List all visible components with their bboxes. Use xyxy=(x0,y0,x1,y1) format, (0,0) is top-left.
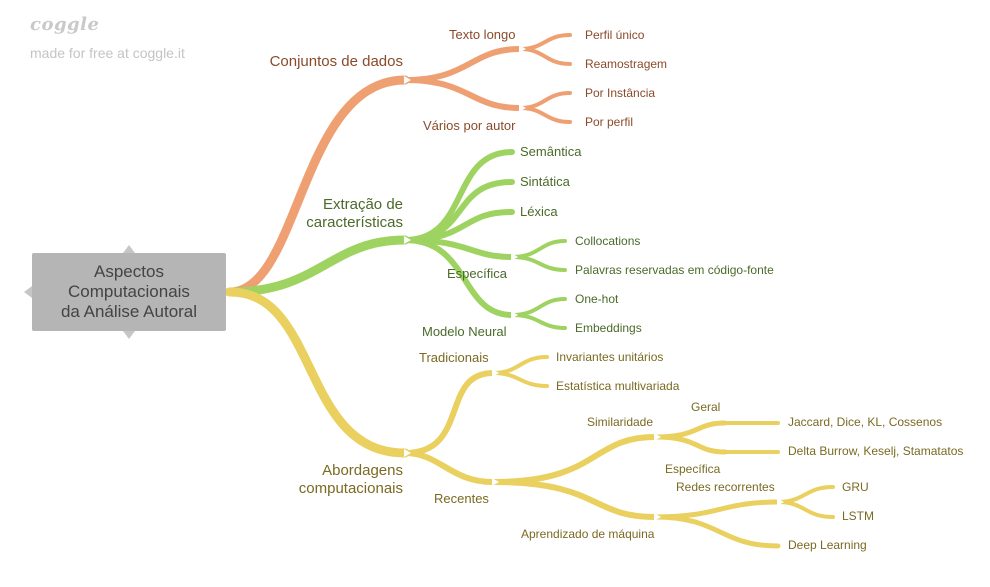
node-recent[interactable]: Recentes xyxy=(434,491,489,506)
branch-deep-learning xyxy=(652,514,781,549)
branch-lstm xyxy=(776,500,835,519)
branch-embeddings xyxy=(510,313,567,330)
branch-approaches xyxy=(225,287,410,458)
branch-neural xyxy=(402,237,515,318)
junction-marker xyxy=(404,236,411,244)
branch-gru xyxy=(776,485,835,504)
branch-ml xyxy=(490,479,658,520)
node-multivariate[interactable]: Estatística multivariada xyxy=(556,379,680,393)
junction-marker xyxy=(226,288,234,296)
branch-long-text xyxy=(402,46,523,83)
branch-datasets xyxy=(225,75,410,297)
branch-por-instancia xyxy=(518,91,572,110)
node-por-instancia[interactable]: Por Instância xyxy=(585,86,656,100)
junction-marker xyxy=(404,449,411,457)
branch-invariants xyxy=(491,355,549,375)
branch-reserved-words xyxy=(510,255,567,272)
branch-traditional xyxy=(402,370,496,456)
junction-marker xyxy=(492,369,499,377)
node-specific-features[interactable]: Específica xyxy=(447,266,507,281)
branch-por-perfil xyxy=(518,106,572,124)
node-traditional[interactable]: Tradicionais xyxy=(419,350,489,365)
node-lexical[interactable]: Léxica xyxy=(520,204,558,219)
central-node-left-handle[interactable] xyxy=(24,286,32,298)
node-lstm[interactable]: LSTM xyxy=(842,509,875,523)
coggle-logo[interactable]: coggle xyxy=(30,14,100,35)
node-perfil-unico[interactable]: Perfil único xyxy=(585,28,645,42)
node-similarity[interactable]: Similaridade xyxy=(587,415,654,429)
node-embeddings[interactable]: Embeddings xyxy=(575,321,642,335)
node-semantic[interactable]: Semântica xyxy=(520,144,582,159)
node-machine-learning[interactable]: Aprendizado de máquina xyxy=(521,527,655,541)
node-invariants[interactable]: Invariantes unitários xyxy=(556,350,664,364)
node-one-hot[interactable]: One-hot xyxy=(575,292,619,306)
central-node-label: Aspectos Computacionais da Análise Autor… xyxy=(60,262,198,321)
node-neural-model[interactable]: Modelo Neural xyxy=(422,324,507,339)
node-gru[interactable]: GRU xyxy=(842,480,869,494)
node-multi-author[interactable]: Vários por autor xyxy=(423,118,516,133)
node-datasets[interactable]: Conjuntos de dados xyxy=(269,53,403,70)
node-delta-burrow[interactable]: Delta Burrow, Keselj, Stamatatos xyxy=(788,444,964,458)
node-sim-general[interactable]: Geral xyxy=(691,400,721,414)
junction-marker xyxy=(519,104,526,112)
branch-reamostragem xyxy=(518,47,572,66)
node-reserved-words[interactable]: Palavras reservadas em código-fonte xyxy=(575,263,774,277)
branch-recent xyxy=(402,450,496,485)
node-reamostragem[interactable]: Reamostragem xyxy=(585,57,668,71)
branch-similarity xyxy=(490,434,658,485)
central-node-bottom-handle[interactable] xyxy=(123,331,135,339)
branch-features xyxy=(225,235,410,297)
branch-collocations xyxy=(510,239,567,259)
branch-perfil-unico xyxy=(518,33,572,51)
branch-multi-author xyxy=(402,77,523,111)
node-sim-specific[interactable]: Específica xyxy=(665,462,721,476)
branch-multivariate xyxy=(491,371,549,388)
node-collocations[interactable]: Collocations xyxy=(575,234,641,248)
junction-marker xyxy=(654,433,661,441)
junction-marker xyxy=(654,513,661,521)
node-por-perfil[interactable]: Por perfil xyxy=(585,115,634,129)
junction-marker xyxy=(404,76,411,84)
junction-marker xyxy=(511,311,518,319)
node-jaccard[interactable]: Jaccard, Dice, KL, Cossenos xyxy=(788,415,943,429)
junction-marker xyxy=(511,253,518,261)
node-rnn[interactable]: Redes recorrentes xyxy=(676,480,775,494)
central-node-top-handle[interactable] xyxy=(123,245,135,253)
branch-rnn xyxy=(652,499,781,520)
branch-one-hot xyxy=(510,297,567,317)
central-node[interactable]: Aspectos Computacionais da Análise Autor… xyxy=(32,253,226,331)
junction-marker xyxy=(519,45,526,53)
node-long-text[interactable]: Texto longo xyxy=(449,27,516,42)
coggle-tagline[interactable]: made for free at coggle.it xyxy=(30,45,185,61)
branch-sim-specific xyxy=(652,434,728,455)
junction-marker xyxy=(777,498,784,506)
node-deep-learning[interactable]: Deep Learning xyxy=(788,538,867,552)
node-syntactic[interactable]: Sintática xyxy=(520,174,570,189)
junction-marker xyxy=(492,478,499,486)
